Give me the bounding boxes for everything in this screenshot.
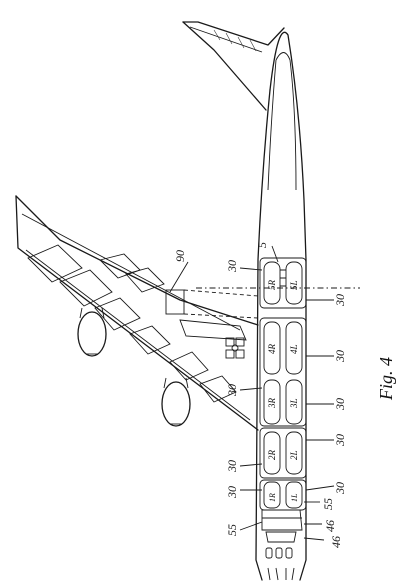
wing-box-90 [165,261,360,319]
module-label-3r: 3R [267,398,277,410]
callout-46-a: 46 [323,520,337,532]
module-label-4l: 4L [289,344,299,354]
callout-55-b: 55 [225,524,239,536]
callout-5: 5 [255,242,269,248]
nose-section [261,509,303,581]
callout-30-a: 30 [225,260,239,273]
module-label-1r: 1R [268,493,277,502]
module-label-5r: 5R [267,280,277,291]
callout-55-a: 55 [321,498,335,510]
engine-inboard [161,377,191,427]
callout-30-c: 30 [333,350,347,363]
callout-30-b: 30 [333,294,347,307]
callout-30-d: 30 [225,384,239,397]
callout-90: 90 [173,250,187,262]
callout-30-g: 30 [225,460,239,473]
landing-gear [225,337,245,359]
module-label-1l: 1L [290,493,299,502]
wing [15,195,259,431]
callout-30-h: 30 [225,486,239,499]
fuselage [255,31,307,581]
callout-46-b: 46 [329,536,343,548]
leader-lines [239,267,335,541]
module-2 [259,427,307,479]
engine-outboard [77,307,107,357]
vertical-stabilizer [182,21,285,111]
figure-caption: Fig. 4 [376,357,396,401]
callout-30-e: 30 [333,398,347,411]
module-1 [259,479,307,511]
callout-30-i: 30 [333,482,347,495]
modules-4-3 [259,317,307,427]
module-label-2r: 2R [267,450,277,461]
module-label-2l: 2L [289,450,299,460]
callout-30-f: 30 [333,434,347,447]
module-label-3l: 3L [289,398,299,409]
module-label-5l: 5L [289,280,299,290]
module-label-4r: 4R [267,344,277,355]
module-5 [259,245,307,309]
